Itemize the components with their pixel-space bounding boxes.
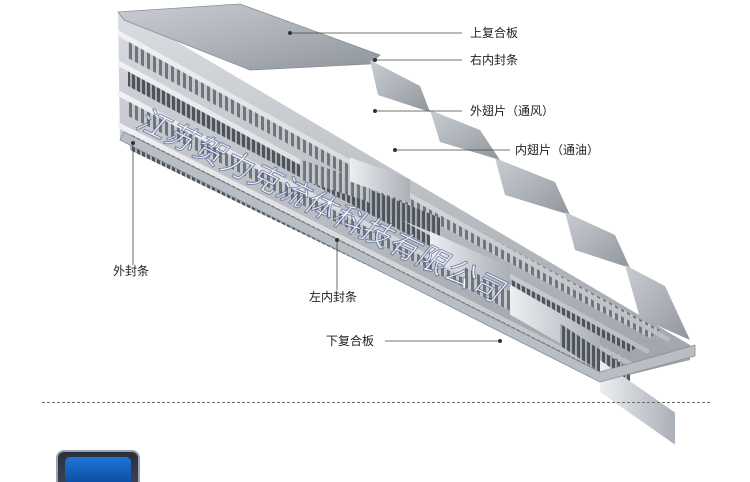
dot-left-inner-seal: [335, 238, 339, 242]
leader-dots: [131, 31, 502, 343]
top-composite-plate: [117, 3, 381, 71]
label-top-plate: 上复合板: [470, 26, 519, 40]
terrace-3: [495, 158, 570, 215]
section-badge-inner: [65, 457, 131, 482]
label-right-inner-seal: 右内封条: [470, 53, 519, 67]
label-bottom-plate: 下复合板: [326, 334, 375, 348]
label-outer-seal: 外封条: [113, 264, 150, 278]
terrace-1: [370, 60, 430, 112]
section-divider: [42, 402, 710, 403]
dot-outer-seal: [131, 141, 135, 145]
dot-bottom-plate: [498, 339, 502, 343]
heat-exchanger-illustration: [117, 3, 696, 445]
section-badge: [56, 450, 140, 482]
heat-exchanger-diagram: 江苏贺力克流体科技有限公司 上复合板 右内封条 外翅片（通风） 内翅片（通油） …: [42, 3, 710, 482]
label-outer-fin: 外翅片（通风）: [470, 104, 555, 118]
label-inner-fin: 内翅片（通油）: [515, 143, 600, 157]
terrace-2: [430, 110, 500, 160]
dot-top-plate: [288, 31, 292, 35]
fin-block-1: [300, 159, 370, 203]
terrace-5: [625, 265, 690, 340]
inner-fin-blocks: [430, 231, 510, 296]
bottom-composite-plate: [119, 131, 696, 383]
seal-strip-4: [118, 122, 612, 376]
dot-right-inner-seal: [373, 58, 377, 62]
terrace-4: [565, 212, 630, 268]
leader-lines: [132, 32, 510, 342]
dot-outer-fin: [373, 109, 377, 113]
fin-block-2: [370, 189, 440, 236]
dot-inner-fin: [393, 148, 397, 152]
label-left-inner-seal: 左内封条: [309, 290, 358, 304]
outer-fin-blocks: [350, 157, 410, 204]
